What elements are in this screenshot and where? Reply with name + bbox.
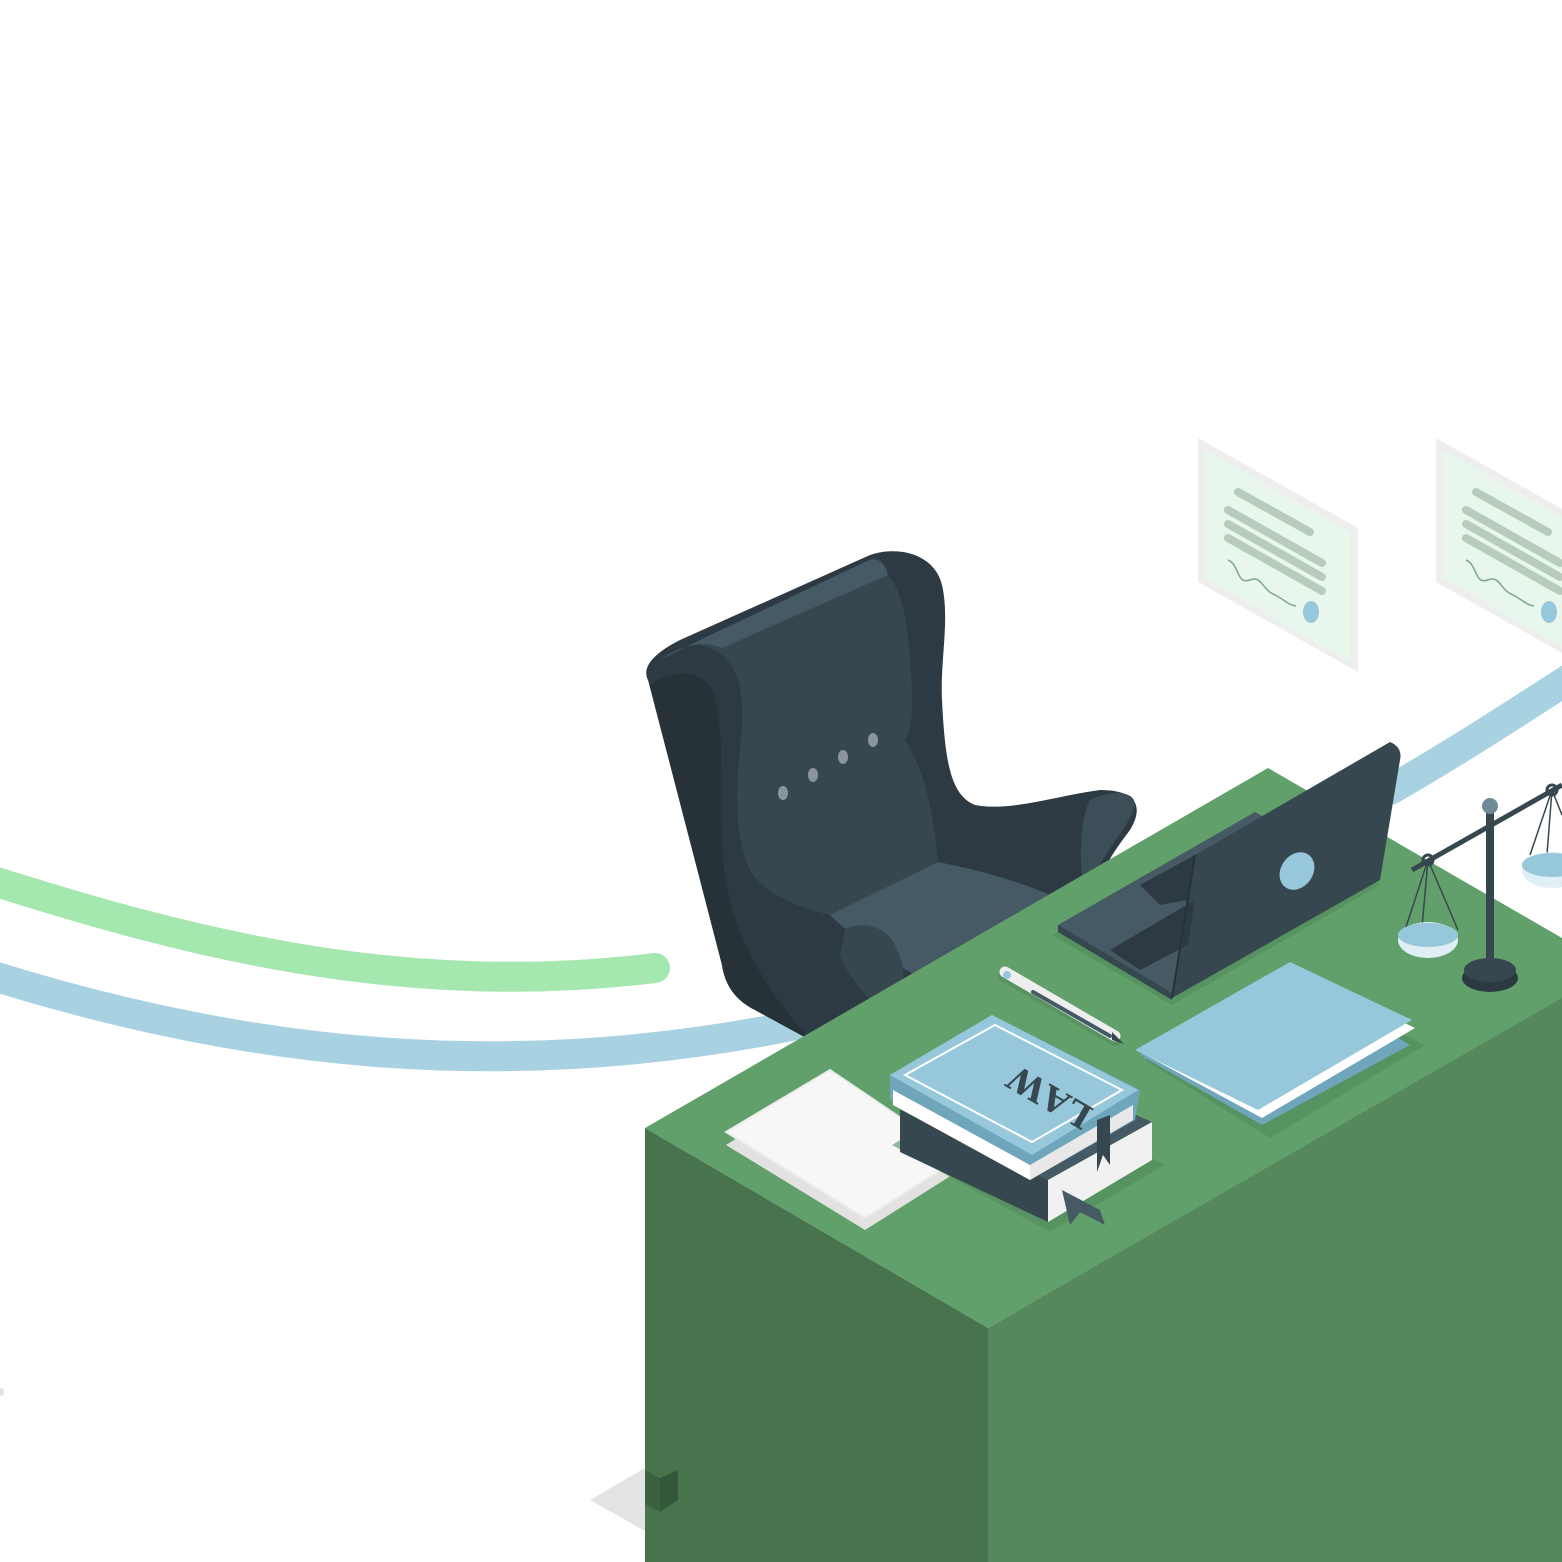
small-dot [0, 1388, 4, 1396]
laptop-logo [1279, 852, 1315, 890]
desk-front-right [988, 998, 1562, 1562]
certificate-icon [1198, 438, 1358, 672]
scales-of-justice-icon [1398, 782, 1562, 992]
laptop-icon [1052, 742, 1401, 1005]
blue-swoosh-right [1375, 665, 1562, 805]
pen-icon [998, 966, 1124, 1046]
background-swooshes [0, 665, 1562, 1396]
certificate-icon [1436, 438, 1562, 653]
law-book-icon: LAW [890, 1015, 1165, 1232]
desk-leg [645, 1470, 660, 1512]
desk-front-left [645, 1128, 988, 1562]
green-swoosh [0, 867, 670, 992]
blue-swoosh [0, 962, 835, 1072]
folder-icon [1135, 962, 1425, 1138]
